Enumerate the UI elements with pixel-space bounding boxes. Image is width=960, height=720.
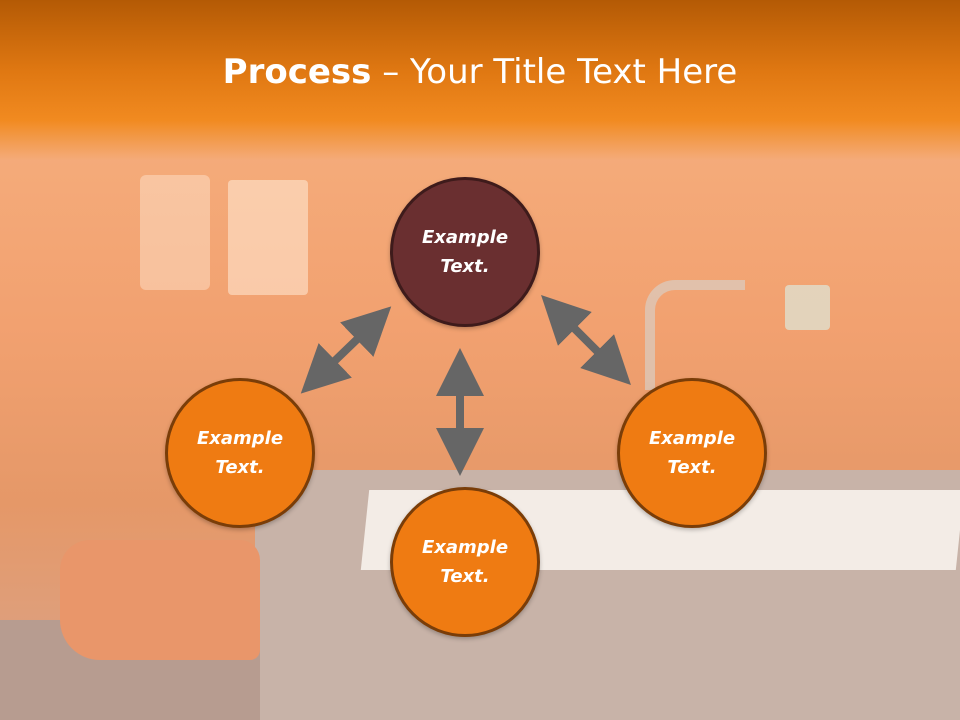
title-bold: Process bbox=[222, 52, 372, 92]
background-soap-holder bbox=[228, 180, 308, 295]
background-tap-knob bbox=[785, 285, 830, 330]
node-top-label: Example Text. bbox=[421, 227, 509, 277]
node-bottom[interactable]: Example Text. bbox=[390, 487, 540, 637]
background-towel bbox=[60, 540, 260, 660]
double-arrow-right bbox=[541, 295, 631, 385]
double-arrow-left bbox=[300, 306, 392, 394]
node-right-label: Example Text. bbox=[648, 428, 736, 478]
node-left[interactable]: Example Text. bbox=[165, 378, 315, 528]
title-bar bbox=[0, 0, 960, 160]
node-bottom-label: Example Text. bbox=[421, 537, 509, 587]
node-right[interactable]: Example Text. bbox=[617, 378, 767, 528]
background-faucet bbox=[645, 280, 745, 390]
background-glass-shelf bbox=[140, 175, 210, 290]
node-left-label: Example Text. bbox=[196, 428, 284, 478]
slide-title[interactable]: Process – Your Title Text Here bbox=[0, 52, 960, 92]
title-rest: Your Title Text Here bbox=[410, 52, 738, 92]
node-top[interactable]: Example Text. bbox=[390, 177, 540, 327]
title-dash: – bbox=[371, 52, 411, 92]
